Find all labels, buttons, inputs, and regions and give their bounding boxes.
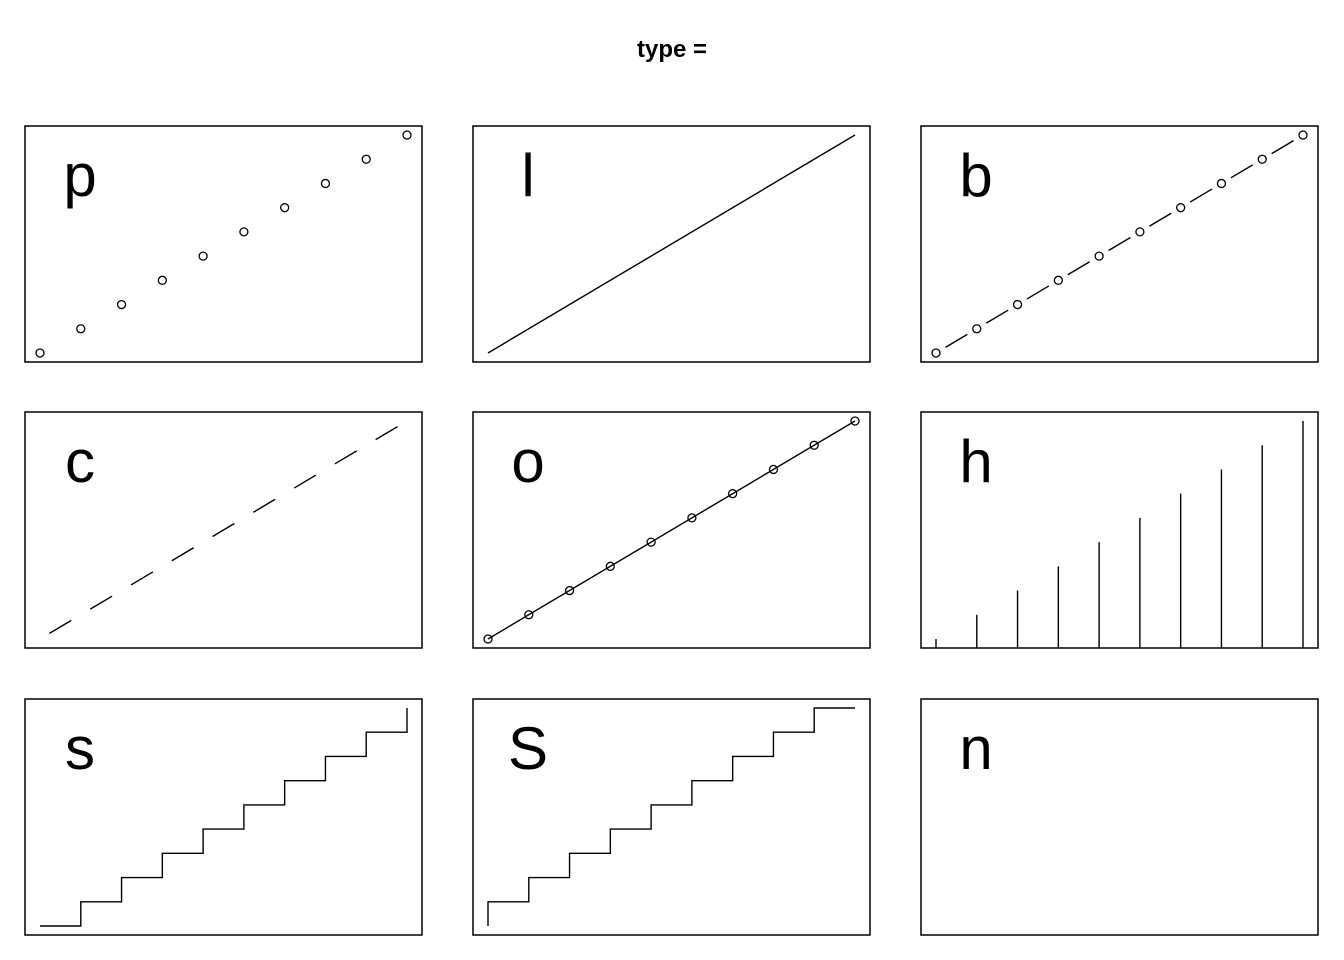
data-point xyxy=(1176,203,1186,213)
series-line xyxy=(487,420,856,640)
data-point xyxy=(76,324,86,334)
series-segment xyxy=(1026,285,1050,300)
series-segment xyxy=(1189,188,1213,203)
panel-h: h xyxy=(920,411,1319,649)
figure-title: type = xyxy=(636,36,708,63)
data-point xyxy=(483,634,493,644)
panel-label: p xyxy=(63,142,96,209)
panel-label: b xyxy=(959,142,992,209)
data-point xyxy=(564,585,575,596)
panel-frame xyxy=(24,125,423,363)
series-segment xyxy=(1230,164,1254,179)
data-point xyxy=(1257,154,1267,164)
panel-frame xyxy=(472,698,871,936)
data-point xyxy=(850,416,860,426)
panel-frame xyxy=(24,411,423,649)
panel-frame xyxy=(24,698,423,936)
data-point xyxy=(320,178,331,189)
panel-label: l xyxy=(521,142,534,209)
data-point xyxy=(198,251,208,261)
data-point xyxy=(605,561,615,571)
panel-frame xyxy=(472,125,871,363)
series-segment xyxy=(49,619,72,634)
series-segment xyxy=(375,426,398,441)
panel-c: c xyxy=(24,411,423,649)
panel-s: s xyxy=(24,698,423,936)
data-point xyxy=(524,610,534,620)
series-segment xyxy=(89,595,113,610)
series-segment xyxy=(1067,261,1091,276)
panel-label: s xyxy=(65,715,95,782)
series-segment xyxy=(945,333,968,348)
data-point xyxy=(239,227,249,237)
data-point xyxy=(280,203,290,213)
data-point xyxy=(157,275,167,285)
data-point xyxy=(1053,275,1063,285)
data-point xyxy=(728,489,738,499)
panel-label: S xyxy=(508,715,548,782)
series-segment xyxy=(1148,212,1172,227)
data-point xyxy=(402,130,412,140)
data-point xyxy=(1094,251,1104,261)
panel-frame xyxy=(920,698,1319,936)
data-point xyxy=(809,440,819,450)
panel-frame xyxy=(920,411,1319,649)
series-step xyxy=(487,707,855,926)
data-point xyxy=(1135,227,1145,237)
series-segment xyxy=(334,450,358,465)
panel-n: n xyxy=(920,698,1319,936)
panel-label: c xyxy=(65,428,95,495)
series-segment xyxy=(212,522,235,538)
series-segment xyxy=(1108,236,1131,252)
series-segment xyxy=(252,498,276,513)
panel-p: p xyxy=(24,125,423,363)
data-point xyxy=(116,299,127,310)
panel-label: n xyxy=(959,715,992,782)
series-line xyxy=(487,134,856,354)
panel-o: o xyxy=(472,411,871,649)
data-point xyxy=(768,464,779,475)
panel-frame xyxy=(920,125,1319,363)
panel-l: l xyxy=(472,125,871,363)
series-segment xyxy=(985,309,1009,324)
panel-frame xyxy=(472,411,871,649)
data-point xyxy=(361,154,371,164)
panel-label: h xyxy=(959,428,992,495)
data-point xyxy=(1216,178,1227,189)
series-step xyxy=(40,708,408,927)
data-point xyxy=(931,348,941,358)
series-segment xyxy=(293,474,317,489)
data-point xyxy=(1012,299,1023,310)
data-point xyxy=(646,537,656,547)
series-segment xyxy=(1271,140,1294,155)
data-point xyxy=(972,324,982,334)
data-point xyxy=(35,348,45,358)
data-point xyxy=(1298,130,1308,140)
data-point xyxy=(687,513,697,523)
series-segment xyxy=(171,547,195,562)
series-segment xyxy=(130,571,154,586)
panel-S: S xyxy=(472,698,871,936)
panel-b: b xyxy=(920,125,1319,363)
panel-label: o xyxy=(511,428,544,495)
